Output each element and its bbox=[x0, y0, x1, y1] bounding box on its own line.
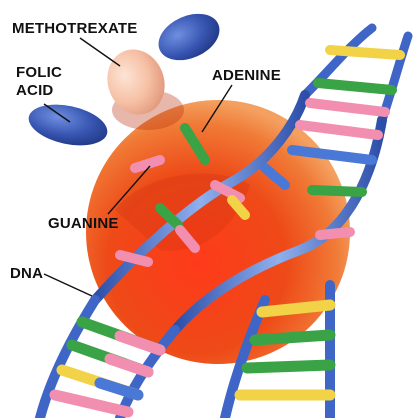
folic-acid-molecule bbox=[25, 98, 111, 152]
blue-molecule-top bbox=[151, 5, 227, 69]
leader-dna bbox=[44, 274, 92, 296]
label-adenine: ADENINE bbox=[212, 67, 281, 85]
label-methotrexate: METHOTREXATE bbox=[12, 20, 137, 38]
label-dna: DNA bbox=[10, 265, 43, 283]
label-folic-acid: FOLIC ACID bbox=[16, 64, 62, 100]
label-guanine: GUANINE bbox=[48, 215, 119, 233]
leader-methotrexate bbox=[80, 38, 120, 66]
